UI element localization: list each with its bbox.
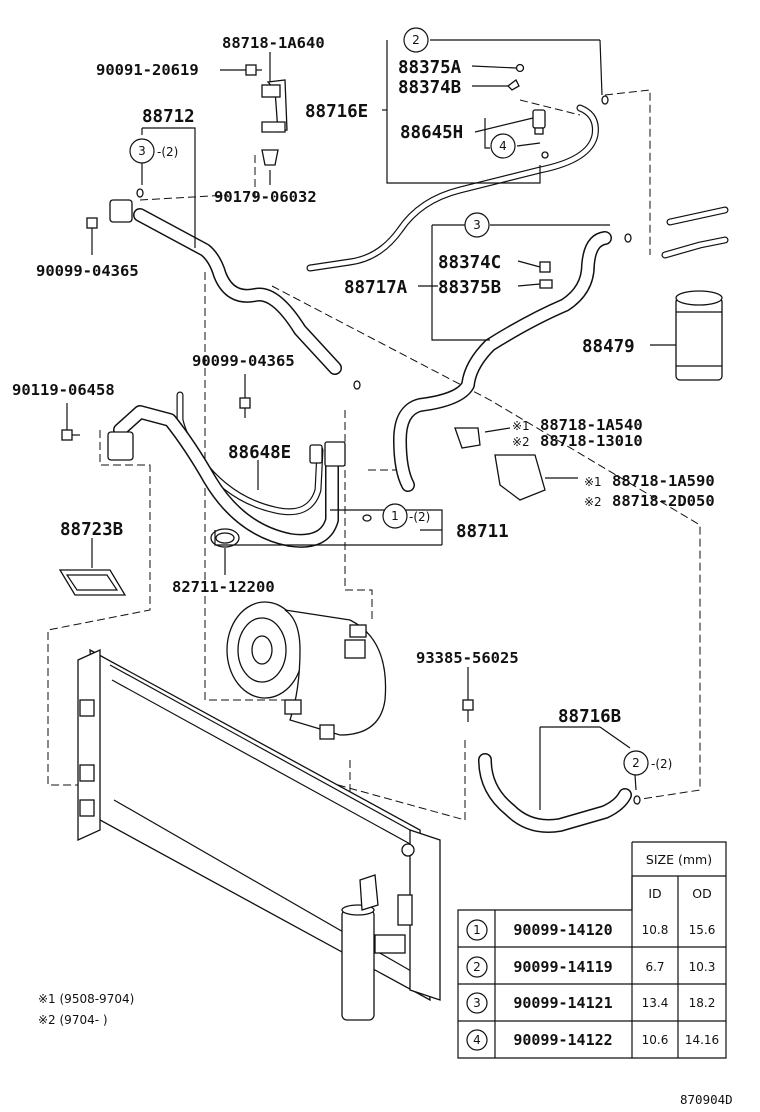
figure-id: 870904D [680,1092,733,1107]
bracket-88718-1A590[interactable] [494,454,546,501]
leader-lines [66,39,676,810]
label-88375A: 88375A [398,58,462,78]
fitting-88711-end[interactable] [107,431,134,461]
table-row-1-id: 10.8 [642,923,669,937]
table-row-3-id: 13.4 [642,996,669,1010]
callout-2-top: 2 [412,33,420,47]
mark-note2-b: ※2 [584,495,602,509]
callout-3-left-qty: -(2) [157,145,178,159]
compressor[interactable] [226,601,387,740]
label-82711-12200: 82711-12200 [172,578,275,596]
callout-1: 1 [391,509,399,523]
condenser-drier[interactable] [341,874,413,1021]
label-88723B: 88723B [60,520,123,540]
bracket-88718-1A540[interactable] [454,427,481,449]
hose-88712[interactable] [133,208,342,375]
bolt-90099-04365-mid[interactable] [239,397,251,418]
bolt-90099-04365-left[interactable] [86,217,98,240]
mark-note2-a: ※2 [512,435,530,449]
label-90091-20619: 90091-20619 [96,61,199,79]
label-88711: 88711 [456,522,509,542]
clamp-82711-12200[interactable] [210,528,240,548]
label-88716B: 88716B [558,707,621,727]
o-rings [136,95,641,805]
label-88718-1A640: 88718-1A640 [222,34,325,52]
valve-88645H[interactable] [532,109,546,135]
size-table: SIZE (mm) ID OD 1 90099-14120 10.8 15.6 … [457,841,727,1059]
table-row-1-part: 90099-14120 [513,921,612,939]
pad-88723B[interactable] [58,569,127,596]
table-row-3-od: 18.2 [689,996,716,1010]
label-88712: 88712 [142,107,195,127]
label-88374C: 88374C [438,253,501,273]
bolt-93385-56025[interactable] [462,699,474,722]
variant-marks: ※1 ※2 ※1 ※2 [512,419,602,509]
table-row-2-part: 90099-14119 [513,958,612,976]
bolt-90091-20619[interactable] [245,64,262,76]
hose-88711[interactable] [113,405,339,548]
table-header-id: ID [648,886,661,901]
label-88716E: 88716E [305,102,368,122]
label-88479: 88479 [582,337,635,357]
label-88718-1A540: 88718-1A540 [540,416,643,434]
table-row-2-ref: 2 [473,960,481,974]
callout-3-left: 3 [138,144,146,158]
label-90099-04365-a: 90099-04365 [36,262,139,280]
table-row-4-od: 14.16 [685,1033,719,1047]
part-labels: 88718-1A640 90091-20619 88375A 88374B 88… [12,34,715,727]
label-88718-13010: 88718-13010 [540,432,643,450]
cap-88375A[interactable] [515,63,525,73]
mark-note1-a: ※1 [512,419,530,433]
label-88645H: 88645H [400,123,463,143]
callout-circles: 2 3 -(2) 4 3 1 -(2) 2 -(2) [129,27,672,776]
bracket-88718-1A640[interactable] [261,79,288,133]
table-row-4-id: 10.6 [642,1033,669,1047]
callout-2-right: 2 [632,756,640,770]
fitting-compressor-top[interactable] [309,441,346,467]
table-header-od: OD [692,886,711,901]
footnotes: ※1 (9508-9704) ※2 (9704- ) [38,992,134,1027]
cap-88374C[interactable] [539,261,551,273]
label-88718-1A590: 88718-1A590 [612,472,715,490]
label-88375B: 88375B [438,278,501,298]
pipe-upper-right[interactable] [661,206,729,259]
assembly-dash-lines [47,89,701,900]
table-row-4-ref: 4 [473,1033,481,1047]
table-row-3-part: 90099-14121 [513,994,612,1012]
label-93385-56025: 93385-56025 [416,649,519,667]
label-90099-04365-b: 90099-04365 [192,352,295,370]
label-88648E: 88648E [228,443,291,463]
callout-4: 4 [499,139,507,153]
table-row-1-od: 15.6 [689,923,716,937]
footnote-1: ※1 (9508-9704) [38,992,134,1006]
cap-88375B[interactable] [539,279,553,289]
label-88374B: 88374B [398,78,461,98]
mark-note1-b: ※1 [584,475,602,489]
bolt-90119-06458[interactable] [61,429,80,441]
table-row-2-od: 10.3 [689,960,716,974]
label-90179-06032: 90179-06032 [214,188,317,206]
receiver-drier-88479[interactable] [675,290,723,381]
callout-1-qty: -(2) [409,510,430,524]
hose-88717A[interactable] [393,231,612,492]
pipe-88716E[interactable] [306,104,599,272]
label-90119-06458: 90119-06458 [12,381,115,399]
callout-2-right-qty: -(2) [651,757,672,771]
cap-88374B[interactable] [507,79,520,91]
clip-90179-06032[interactable] [261,149,279,166]
table-header-size: SIZE (mm) [646,852,712,867]
table-row-1-ref: 1 [473,923,481,937]
flange-88712-end[interactable] [109,199,133,223]
table-row-2-id: 6.7 [645,960,664,974]
callout-3-mid: 3 [473,218,481,232]
footnote-2: ※2 (9704- ) [38,1013,108,1027]
hose-88716B[interactable] [478,753,632,833]
label-88718-2D050: 88718-2D050 [612,492,715,510]
table-row-4-part: 90099-14122 [513,1031,612,1049]
table-row-3-ref: 3 [473,996,481,1010]
label-88717A: 88717A [344,278,408,298]
